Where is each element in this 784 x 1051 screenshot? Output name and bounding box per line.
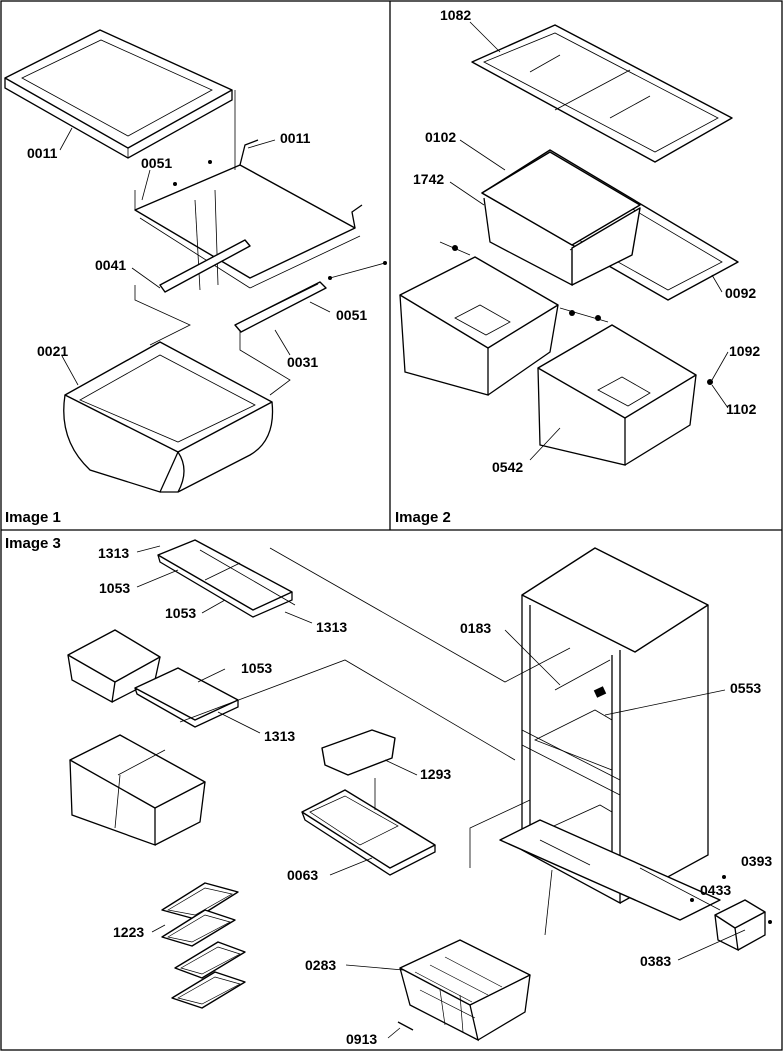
label-0433: 0433 [700,882,731,898]
label-1223: 1223 [113,924,144,940]
image-2-illustration [399,24,739,466]
label-1313-middle: 1313 [264,728,295,744]
image-1-leaders [59,127,331,386]
image-3-leaders [136,545,746,1039]
refrigerator-cabinet [499,547,721,921]
label-0051-bottom: 0051 [336,307,367,323]
label-0092: 0092 [725,285,756,301]
label-0063: 0063 [287,867,318,883]
label-1742: 1742 [413,171,444,187]
label-1313-top: 1313 [98,545,129,561]
door-bin-1293 [321,729,396,776]
label-1082: 1082 [440,7,471,23]
image-1-illustration [4,29,387,493]
slide-rail-0041 [159,239,251,293]
panel-caption-image-3: Image 3 [5,535,61,552]
label-1102: 1102 [726,401,757,417]
label-0383: 0383 [640,953,671,969]
rack-set-1223 [161,882,246,1009]
label-1053-second: 1053 [165,605,196,621]
panel-caption-image-1: Image 1 [5,509,61,526]
label-0011-glass-shelf: 0011 [27,145,58,161]
label-0051-top: 0051 [141,155,172,171]
label-0183: 0183 [460,620,491,636]
shelf-frame [134,139,387,291]
crisper-pan-0021 [63,341,274,493]
label-0102: 0102 [425,129,456,145]
label-0553: 0553 [730,680,761,696]
image-3-illustration [67,539,772,1042]
label-0913: 0913 [346,1031,377,1047]
assembly-0383 [690,875,772,952]
shelf-1053-middle [134,667,239,728]
label-0041: 0041 [95,257,126,273]
wire-basket-0283 [399,939,531,1042]
glass-shelf-0011 [4,29,233,159]
label-1053-top: 1053 [99,580,130,596]
label-0011-shelf-frame: 0011 [280,130,311,146]
label-1053-middle: 1053 [241,660,272,676]
label-0031: 0031 [287,354,318,370]
crisper-pair [69,734,206,846]
part-0913 [397,1021,414,1031]
label-1092: 1092 [729,343,760,359]
label-0542: 0542 [492,459,523,475]
shelf-rack-0063 [301,778,436,876]
crisper-drawer-left [399,256,559,396]
label-0021: 0021 [37,343,68,359]
image-2-leaders [449,21,729,461]
label-0283: 0283 [305,957,336,973]
label-0393: 0393 [741,853,772,869]
label-1293: 1293 [420,766,451,782]
shelf-set-upper [157,539,296,618]
slide-rail-0031 [234,281,327,333]
panel-caption-image-2: Image 2 [395,509,451,526]
label-1313-right: 1313 [316,619,347,635]
crisper-cover-1082 [471,24,733,163]
crisper-drawer-0542 [537,324,697,466]
drawer-0102 [481,151,641,287]
